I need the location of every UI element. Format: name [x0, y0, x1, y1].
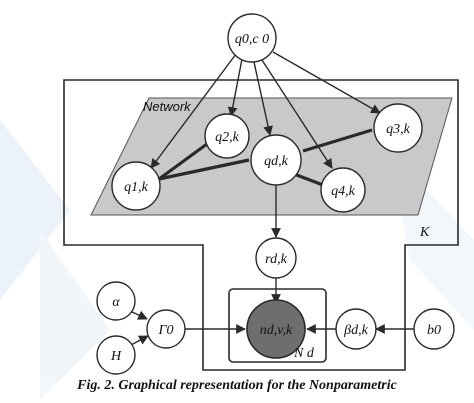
node-h-label: H — [110, 349, 122, 364]
node-q3-k: q3,k — [373, 103, 423, 153]
node-beta-dk-label: βd,k — [343, 323, 368, 338]
node-b0: b0 — [413, 308, 455, 350]
node-beta-dk: βd,k — [335, 308, 377, 350]
node-nd-v-k: nd,v,k — [246, 299, 306, 359]
node-q4-k-label: q4,k — [331, 184, 356, 199]
node-qd-k-label: qd,k — [264, 154, 289, 169]
node-q2-k: q2,k — [204, 113, 250, 159]
plate-nd — [228, 288, 327, 363]
node-q2-k-label: q2,k — [215, 130, 240, 145]
node-q4-k: q4,k — [320, 167, 366, 213]
node-alpha-label: α — [112, 295, 120, 310]
node-rd-k-label: rd,k — [265, 252, 287, 267]
node-gamma0-label: Γ0 — [158, 323, 174, 338]
node-q0-c0-label: q0,c 0 — [235, 32, 269, 47]
node-q0-c0: q0,c 0 — [227, 13, 277, 63]
plate-k — [63, 79, 459, 371]
node-rd-k: rd,k — [255, 237, 297, 279]
node-q3-k-label: q3,k — [386, 122, 411, 137]
directed-edges — [129, 51, 414, 346]
plate-k-label: K — [419, 225, 430, 240]
node-gamma0: Γ0 — [146, 309, 186, 349]
node-b0-label: b0 — [427, 323, 441, 338]
figure-caption: Fig. 2. Graphical representation for the… — [77, 378, 397, 393]
network-label: Network — [143, 99, 192, 114]
node-q1-k: q1,k — [111, 161, 161, 211]
node-alpha: α — [96, 281, 136, 321]
node-qd-k: qd,k — [250, 134, 302, 186]
node-h: H — [96, 335, 136, 375]
plate-nd-label: N d — [293, 346, 315, 361]
node-nd-v-k-label: nd,v,k — [260, 323, 293, 338]
node-q1-k-label: q1,k — [124, 180, 149, 195]
